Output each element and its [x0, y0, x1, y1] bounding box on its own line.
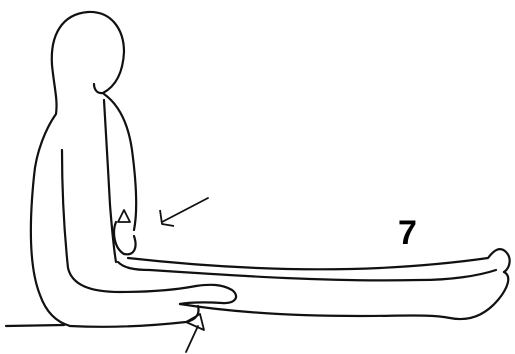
leg-inner-outline: [150, 270, 496, 280]
seat-arrow-line: [186, 326, 198, 352]
back-outline: [31, 65, 70, 326]
elbow-cushion: [114, 222, 135, 254]
elbow-marker: [118, 210, 130, 222]
head-outline: [52, 12, 124, 93]
torso-front-outline: [118, 262, 150, 270]
floor-line: [6, 325, 64, 326]
leg-upper-outline: [128, 249, 510, 272]
elbow-arrow-head: [160, 210, 174, 226]
elbow-arrow-line: [162, 198, 208, 222]
figure-number: 7: [398, 216, 417, 250]
chest-outline: [104, 94, 136, 230]
seat-outline: [70, 306, 199, 327]
